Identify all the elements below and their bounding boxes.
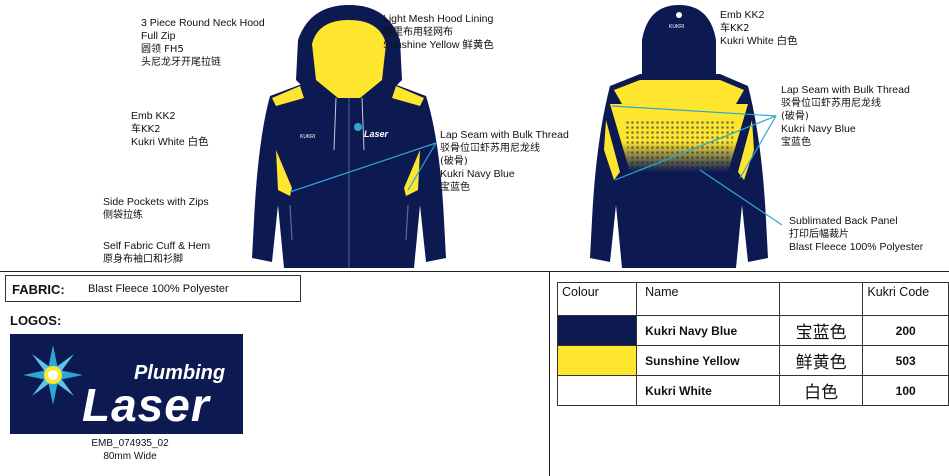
back-brand: KUKRI [669,24,684,30]
logos-label: LOGOS: [10,313,62,328]
row-name: Sunshine Yellow [636,345,780,376]
row-cn: 鲜黄色 [778,345,864,376]
note-emb-front: Emb KK2 车KK2 Kukri White 白色 [131,110,209,149]
note-emb-front-line-3: Kukri White 白色 [131,136,209,148]
front-chest-brand: KUKRI [300,134,315,140]
divider-vertical [549,271,550,476]
header-colour: Colour [556,282,638,316]
row-cn: 白色 [778,375,864,406]
table-row: Sunshine Yellow 鲜黄色 503 [556,345,949,376]
garment-illustrations: KUKRI Laser KUKRI [252,5,783,268]
note-lap-back-line-4: Kukri Navy Blue [781,123,856,135]
note-emb-back-line-1: Emb KK2 [720,9,765,21]
note-lining: Light Mesh Hood Lining 帽里布用轻网布 Sunshine … [383,13,494,52]
header-name: Name [636,282,780,316]
front-chest-logo: Laser [364,129,389,139]
header-blank [778,282,864,316]
table-row: Kukri White 白色 100 [556,375,949,406]
note-cuff-line-2: 原身布袖口和衫脚 [103,254,183,265]
note-lap-back: Lap Seam with Bulk Thread 驳骨位冚虾苏用尼龙线 (破骨… [781,84,910,149]
logo-word-laser: Laser [82,379,210,431]
note-lap-back-line-2: 驳骨位冚虾苏用尼龙线 [781,98,881,109]
note-emb-back: Emb KK2 车KK2 Kukri White 白色 [720,9,798,48]
note-lap-front: Lap Seam with Bulk Thread 驳骨位冚虾苏用尼龙线 (破骨… [440,129,569,194]
row-code: 100 [862,375,949,406]
note-lining-line-2: 帽里布用轻网布 [383,27,453,38]
note-hood-line-3: 圆领 FH5 [141,44,184,55]
header-kukri-code: Kukri Code [862,282,949,316]
logo-word-plumbing: Plumbing [134,362,226,384]
note-side-pockets-line-2: 侧袋拉练 [103,210,143,221]
swatch-white [556,375,638,406]
note-side-pockets-line-1: Side Pockets with Zips [103,196,209,208]
note-lap-front-line-2: 驳骨位冚虾苏用尼龙线 [440,143,540,154]
note-sublimated-line-2: 打印后幅裁片 [789,229,849,240]
note-cuff-line-1: Self Fabric Cuff & Hem [103,240,211,252]
note-sublimated-line-1: Sublimated Back Panel [789,215,898,227]
fabric-box: FABRIC: Blast Fleece 100% Polyester [5,275,301,302]
note-hood: 3 Piece Round Neck Hood Full Zip 圆领 FH5 … [141,17,265,69]
note-lap-back-line-3: (破骨) [781,111,809,122]
row-name: Kukri White [636,375,780,406]
row-code: 200 [862,315,949,346]
fabric-label: FABRIC: [12,282,65,297]
callout-lines [289,105,783,226]
row-cn: 宝蓝色 [778,315,864,346]
table-row: Kukri Navy Blue 宝蓝色 200 [556,315,949,346]
note-sublimated: Sublimated Back Panel 打印后幅裁片 Blast Fleec… [789,215,923,254]
colour-table-header: Colour Name Kukri Code [556,282,949,316]
note-lap-front-line-1: Lap Seam with Bulk Thread [440,129,569,141]
logo-width: 80mm Wide [103,451,157,462]
note-lap-front-line-5: 宝蓝色 [440,182,470,193]
note-emb-back-line-3: Kukri White 白色 [720,35,798,47]
swatch-yellow [556,345,638,376]
note-lap-back-line-1: Lap Seam with Bulk Thread [781,84,910,96]
divider-horizontal [0,271,949,272]
note-cuff: Self Fabric Cuff & Hem 原身布袖口和衫脚 [103,240,210,266]
fabric-value: Blast Fleece 100% Polyester [88,283,229,295]
note-lap-back-line-5: 宝蓝色 [781,137,811,148]
plumbing-laser-logo: Plumbing Laser [10,334,243,434]
note-side-pockets: Side Pockets with Zips 侧袋拉练 [103,196,209,222]
note-lap-front-line-3: (破骨) [440,156,468,167]
note-lap-front-line-4: Kukri Navy Blue [440,168,515,180]
note-emb-front-line-1: Emb KK2 [131,110,176,122]
back-hoodie [590,5,768,268]
colour-table: Colour Name Kukri Code Kukri Navy Blue 宝… [556,282,949,406]
note-hood-line-2: Full Zip [141,30,176,42]
row-code: 503 [862,345,949,376]
note-emb-front-line-2: 车KK2 [131,124,161,135]
row-name: Kukri Navy Blue [636,315,780,346]
starburst-icon [23,345,83,405]
note-lining-line-3: Sunshine Yellow 鲜黄色 [383,39,494,51]
note-hood-line-4: 头尼龙牙开尾拉链 [141,57,221,68]
note-sublimated-line-3: Blast Fleece 100% Polyester [789,241,924,253]
note-lining-line-1: Light Mesh Hood Lining [383,13,494,25]
note-emb-back-line-2: 车KK2 [720,23,750,34]
logo-code: EMB_074935_02 [91,438,169,449]
front-hoodie [252,5,446,268]
swatch-navy [556,315,638,346]
note-hood-line-1: 3 Piece Round Neck Hood [141,17,265,29]
